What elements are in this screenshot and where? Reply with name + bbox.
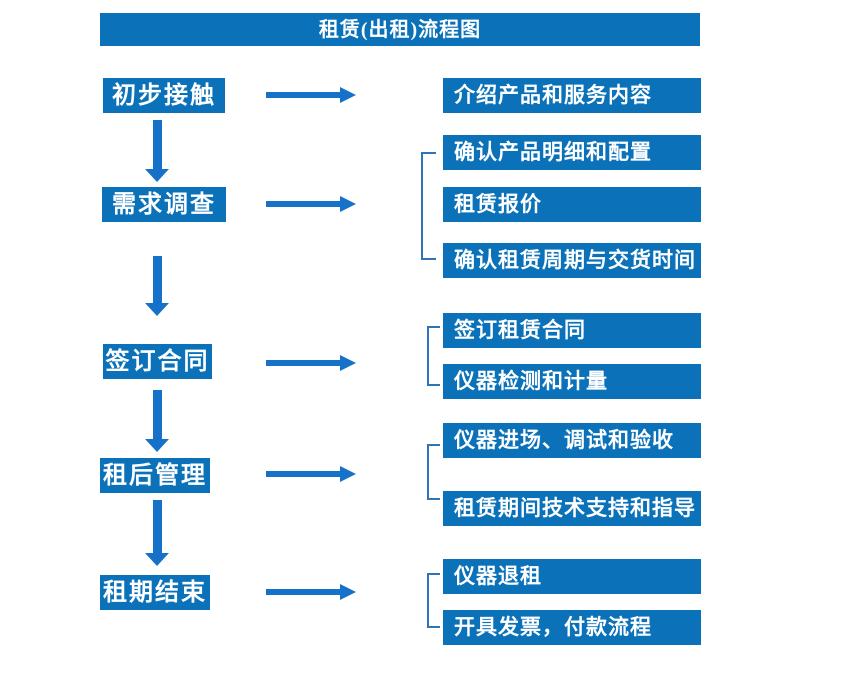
down-arrow-head [145, 303, 169, 316]
right-arrow-icon [266, 584, 356, 600]
right-arrow-head [340, 196, 356, 212]
right-arrow-shaft [266, 589, 342, 595]
down-arrow-head [145, 439, 169, 452]
right-arrow-shaft [266, 471, 342, 477]
down-arrow-icon [145, 256, 169, 316]
detail-box-introduce-products-services: 介绍产品和服务内容 [443, 78, 701, 113]
group-bracket [427, 444, 440, 500]
detail-box-confirm-product-details: 确认产品明细和配置 [443, 135, 701, 170]
detail-box-instrument-setup-acceptance: 仪器进场、调试和验收 [443, 423, 701, 458]
step-box-sign-contract: 签订合同 [103, 344, 212, 379]
down-arrow-head [145, 553, 169, 566]
right-arrow-icon [266, 196, 356, 212]
detail-box-rental-quotation: 租赁报价 [443, 187, 701, 222]
step-box-initial-contact: 初步接触 [103, 78, 225, 113]
down-arrow-head [145, 169, 169, 182]
down-arrow-shaft [153, 500, 162, 553]
detail-box-confirm-period-delivery: 确认租赁周期与交货时间 [443, 243, 701, 278]
right-arrow-shaft [266, 92, 342, 98]
right-arrow-head [340, 584, 356, 600]
group-bracket [421, 152, 436, 260]
right-arrow-icon [266, 466, 356, 482]
group-bracket [427, 326, 440, 386]
group-bracket [427, 573, 440, 628]
down-arrow-icon [145, 500, 169, 566]
detail-box-invoice-payment: 开具发票，付款流程 [443, 610, 701, 645]
right-arrow-shaft [266, 201, 342, 207]
step-box-lease-end: 租期结束 [100, 575, 210, 610]
right-arrow-head [340, 466, 356, 482]
down-arrow-shaft [153, 120, 162, 169]
detail-box-instrument-test-metering: 仪器检测和计量 [443, 364, 701, 399]
right-arrow-shaft [266, 360, 342, 366]
step-box-post-rental-management: 租后管理 [100, 458, 210, 493]
detail-box-sign-rental-contract: 签订租赁合同 [443, 313, 701, 348]
step-box-demand-survey: 需求调查 [102, 187, 226, 222]
right-arrow-head [340, 355, 356, 371]
down-arrow-shaft [153, 390, 162, 439]
right-arrow-icon [266, 87, 356, 103]
flowchart-title: 租赁(出租)流程图 [100, 13, 700, 46]
down-arrow-shaft [153, 256, 162, 303]
down-arrow-icon [145, 390, 169, 452]
detail-box-technical-support: 租赁期间技术支持和指导 [443, 491, 701, 526]
detail-box-instrument-return: 仪器退租 [443, 559, 701, 594]
right-arrow-head [340, 87, 356, 103]
down-arrow-icon [145, 120, 169, 182]
right-arrow-icon [266, 355, 356, 371]
